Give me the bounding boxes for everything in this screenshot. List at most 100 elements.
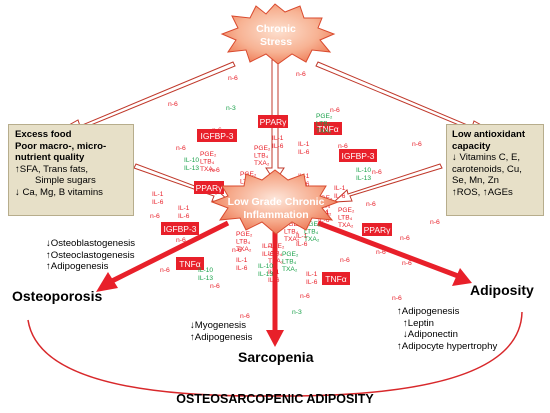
igfbp3-1-label: IGFBP-3 bbox=[200, 131, 233, 141]
il1-il6-10-line-1: IL-1 bbox=[236, 257, 248, 264]
tnfa-3-badge bbox=[322, 272, 350, 285]
il1-il6-11-line-1: IL-1 bbox=[268, 269, 280, 276]
antioxidant-to-inflammation-arrow bbox=[332, 163, 443, 203]
osteoporosis-effect-1: ↓Osteoblastogenesis bbox=[46, 238, 136, 249]
pge-ltb-txa-red-2-line-2: LTB₄ bbox=[254, 153, 269, 160]
inflammation-burst bbox=[210, 169, 340, 235]
igfbp3-2-badge bbox=[339, 149, 377, 162]
tnfa-2-label: TNFα bbox=[179, 259, 201, 269]
chronic-stress-line-1: Chronic bbox=[256, 23, 296, 35]
footer-title: OSTEOSARCOPENIC ADIPOSITY bbox=[176, 392, 374, 406]
igfbp3-3-label: IGFBP-3 bbox=[163, 224, 196, 234]
il1-il6-5-line-2: IL-6 bbox=[334, 193, 346, 200]
pge-ltb-txa-green-1-line-2: LTB₄ bbox=[316, 121, 331, 128]
adiposity-label: Adiposity bbox=[470, 282, 534, 298]
adiposity-effect-4: ↑Adipocyte hypertrophy bbox=[397, 340, 498, 352]
excess-food-box: Excess food Poor macro-, micro- nutrient… bbox=[8, 124, 134, 216]
pge-ltb-txa-red-5-line-2: LTB₄ bbox=[338, 215, 353, 222]
antioxidant-line-3: ↓ Vitamins C, E, bbox=[452, 152, 521, 164]
n6-marker-20: n-6 bbox=[210, 283, 220, 290]
pge-ltb-txa-red-6-line-3: TXA₂ bbox=[236, 246, 252, 253]
il10-il13-2-line-2: IL-13 bbox=[356, 175, 371, 182]
n6-marker-25: n-6 bbox=[176, 237, 186, 244]
excess-food-line-6: ↓ Ca, Mg, B vitamins bbox=[15, 186, 103, 198]
ppary-3-badge bbox=[362, 223, 392, 236]
n6-marker-22: n-6 bbox=[392, 295, 402, 302]
osa-arc bbox=[27, 311, 523, 397]
pge-ltb-txa-red-2-line-1: PGE₂ bbox=[254, 145, 271, 152]
n3-marker-2: n-3 bbox=[292, 309, 302, 316]
pge-ltb-txa-red-1-line-1: PGE₂ bbox=[200, 151, 217, 158]
il10-il13-1-line-2: IL-13 bbox=[184, 165, 199, 172]
pge-ltb-txa-green-3-line-2: LTB₄ bbox=[282, 259, 297, 266]
il1-il6-9-line-2: IL-6 bbox=[296, 241, 308, 248]
inflammation-line-2: Inflammation bbox=[243, 209, 308, 221]
il1-il6-2-line-2: IL-6 bbox=[298, 149, 310, 156]
il1-il6-6-line-2: IL-6 bbox=[152, 199, 164, 206]
antioxidant-line-5: Se, Mn, Zn bbox=[452, 175, 499, 187]
ppary-2-label: PPARγ bbox=[196, 183, 224, 193]
n6-marker-26: n-6 bbox=[372, 169, 382, 176]
pge-ltb-txa-red-7-line-3: TXA₂ bbox=[284, 236, 300, 243]
il1-il6-8-line-2: IL-6 bbox=[262, 251, 274, 258]
igfbp3-2-label: IGFBP-3 bbox=[341, 151, 374, 161]
il1-il6-6-line-1: IL-1 bbox=[152, 191, 164, 198]
sarcopenia-label: Sarcopenia bbox=[238, 349, 314, 365]
il1-il6-13-line-2: IL-6 bbox=[178, 213, 190, 220]
n6-marker-21: n-6 bbox=[240, 313, 250, 320]
n6-marker-23: n-6 bbox=[300, 293, 310, 300]
ppary-1-label: PPARγ bbox=[260, 117, 288, 127]
ppary-3-label: PPARγ bbox=[364, 225, 392, 235]
sarcopenia-effect-1: ↓Myogenesis bbox=[190, 320, 246, 331]
excess-food-line-4: ↑SFA, Trans fats, bbox=[15, 163, 89, 175]
antioxidant-line-4: carotenoids, Cu, bbox=[452, 163, 522, 175]
sarcopenia-effects: ↓Myogenesis ↑Adipogenesis bbox=[190, 320, 252, 343]
il1-il6-8-line-1: IL-1 bbox=[262, 243, 274, 250]
tnfa-2-badge bbox=[176, 257, 204, 270]
pge-ltb-txa-green-1-line-1: PGE₂ bbox=[316, 113, 333, 120]
pge-ltb-txa-red-8-line-2: LTB₄ bbox=[268, 251, 283, 258]
n6-marker-24: n-6 bbox=[402, 260, 412, 267]
pge-ltb-txa-red-7-line-2: LTB₄ bbox=[284, 229, 299, 236]
pge-ltb-txa-green-2-line-1: PGE₂ bbox=[304, 221, 321, 228]
excess-food-line-1: Excess food bbox=[15, 129, 72, 140]
pge-ltb-txa-green-2-line-3: TXA₂ bbox=[304, 236, 320, 243]
n6-marker-10: n-6 bbox=[210, 167, 220, 174]
pge-ltb-txa-red-1-line-2: LTB₄ bbox=[200, 159, 215, 166]
n6-marker-1: n-6 bbox=[228, 75, 238, 82]
tnfa-1-badge bbox=[314, 122, 342, 135]
n6-marker-19: n-6 bbox=[160, 267, 170, 274]
il1-il6-2-line-1: IL-1 bbox=[298, 141, 310, 148]
adiposity-effect-2: ↑Leptin bbox=[403, 317, 434, 329]
antioxidant-line-2: capacity bbox=[452, 140, 491, 152]
pge-ltb-txa-red-5-line-3: TXA₂ bbox=[338, 222, 354, 229]
pge-ltb-txa-green-1-line-3: TXA₂ bbox=[316, 128, 332, 135]
osteoporosis-effects: ↓Osteoblastogenesis ↑Osteoclastogenesis … bbox=[46, 238, 135, 273]
ppary-1-badge bbox=[258, 115, 288, 128]
il10-il13-3-line-1: IL-10 bbox=[198, 267, 213, 274]
n6-marker-12: n-6 bbox=[366, 201, 376, 208]
igfbp3-3-badge bbox=[161, 222, 199, 235]
adiposity-effect-3: ↓Adiponectin bbox=[403, 329, 458, 341]
n6-marker-17: n-6 bbox=[376, 249, 386, 256]
pge-ltb-txa-red-5-line-1: PGE₂ bbox=[338, 207, 355, 214]
inflammation-line-1: Low Grade Chronic bbox=[228, 196, 325, 208]
il1-il6-1-line-2: IL-6 bbox=[272, 143, 284, 150]
n6-marker-15: n-6 bbox=[232, 247, 242, 254]
inflammation-to-adiposity-arrow bbox=[317, 220, 472, 286]
pge-ltb-txa-red-1-line-3: TXA₂ bbox=[200, 166, 216, 173]
pge-ltb-txa-red-8-line-1: PGE₂ bbox=[268, 243, 285, 250]
n6-marker-7: n-6 bbox=[338, 143, 348, 150]
il10-il13-4-line-1: IL-10 bbox=[258, 263, 273, 270]
il10-il13-2-line-1: IL-10 bbox=[356, 167, 371, 174]
excess-food-line-2: Poor macro-, micro- bbox=[15, 140, 107, 152]
adiposity-effect-1: ↑Adipogenesis bbox=[397, 306, 460, 317]
osteoporosis-label: Osteoporosis bbox=[12, 288, 103, 304]
antioxidant-box: Low antioxidant capacity ↓ Vitamins C, E… bbox=[446, 124, 544, 216]
il10-il13-3-line-2: IL-13 bbox=[198, 275, 213, 282]
tnfa-1-label: TNFα bbox=[317, 124, 339, 134]
n6-marker-18: n-6 bbox=[400, 235, 410, 242]
n6-marker-2: n-6 bbox=[168, 101, 178, 108]
il1-il6-1-line-1: IL-1 bbox=[272, 135, 284, 142]
pge-ltb-txa-green-3-line-3: TXA₂ bbox=[282, 266, 298, 273]
